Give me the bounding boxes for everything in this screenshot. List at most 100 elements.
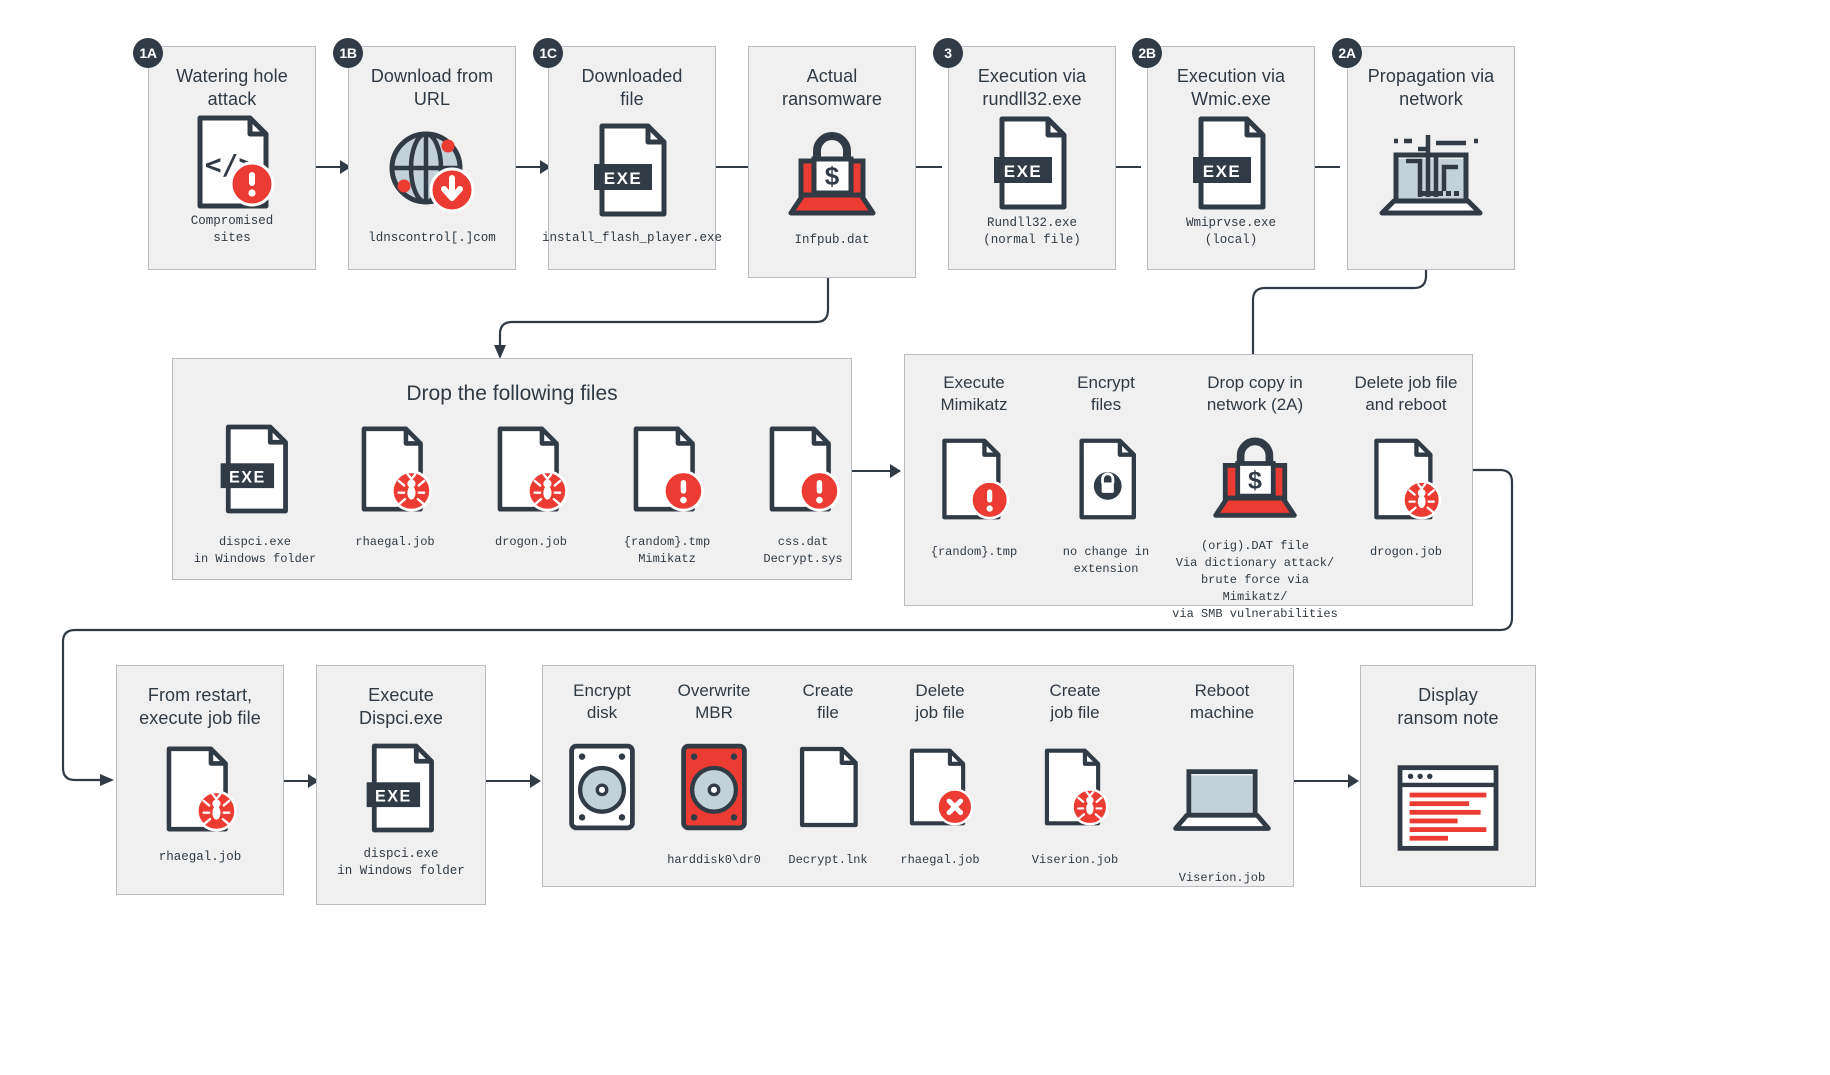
action-encrypt-files[interactable]: Encrypt files no change in extension <box>1048 372 1164 578</box>
svg-text:$: $ <box>825 161 840 191</box>
action-execute-mimikatz[interactable]: Execute Mimikatz {random}.tmp <box>916 372 1032 561</box>
cell-caption: harddisk0\dr0 <box>667 852 761 867</box>
card-execution-rundll32[interactable]: Execution via rundll32.exe EXE Rundll32.… <box>948 46 1116 270</box>
laptop-lock-dollar-icon: $ <box>1202 420 1308 530</box>
card-download-url[interactable]: Download from URL ldnscontrol[.]com <box>348 46 516 270</box>
arrow-line-panel-ransomnote <box>1294 780 1356 782</box>
card-title: Download from URL <box>370 66 494 110</box>
document-alert-icon <box>761 418 845 520</box>
cell-caption: drogon.job <box>1369 544 1442 559</box>
card-caption: Compromised sites <box>190 213 274 245</box>
cell-caption: {random}.tmp Mimikatz <box>623 535 711 567</box>
exe-document-icon: EXE <box>1148 111 1314 214</box>
document-alert-icon <box>625 418 709 520</box>
card-watering-hole[interactable]: Watering hole attack </> Compromised sit… <box>148 46 316 270</box>
document-alert-icon <box>934 424 1014 534</box>
card-caption: rhaegal.job <box>158 849 242 864</box>
drop-item-mimikatz[interactable]: {random}.tmp Mimikatz <box>602 418 732 568</box>
exe-document-icon: EXE <box>317 730 485 845</box>
cell-caption: Viserion.job <box>1031 852 1119 867</box>
laptop-icon <box>1168 746 1276 856</box>
cell-caption: (orig).DAT file Via dictionary attack/ b… <box>1172 538 1338 621</box>
card-downloaded-file[interactable]: Downloaded file EXE install_flash_player… <box>542 46 722 270</box>
svg-text:EXE: EXE <box>1004 162 1043 181</box>
bottom-item-encrypt-disk[interactable]: Encrypt disk <box>552 680 652 852</box>
bottom-item-reboot-machine[interactable]: Reboot machine Viserion.job <box>1166 680 1278 887</box>
card-title: Execution via Wmic.exe <box>1176 66 1286 110</box>
card-caption: install_flash_player.exe <box>541 230 723 245</box>
laptop-network-icon <box>1348 111 1514 249</box>
arrow-head-1b-1c <box>540 160 551 174</box>
cell-title: Encrypt files <box>1077 373 1135 414</box>
card-execution-wmic[interactable]: Execution via Wmic.exe EXE Wmiprvse.exe … <box>1147 46 1315 270</box>
drop-panel-title: Drop the following files <box>406 382 618 405</box>
document-bug-icon <box>1037 732 1113 842</box>
exe-document-icon: EXE <box>213 418 297 520</box>
cell-caption: rhaegal.job <box>355 535 435 549</box>
card-propagation-network[interactable]: Propagation via network <box>1347 46 1515 270</box>
cell-caption: Decrypt.lnk <box>788 852 868 867</box>
card-title: From restart, execute job file <box>139 685 261 729</box>
document-bug-icon <box>353 418 437 520</box>
cell-title: Execute Mimikatz <box>940 373 1008 414</box>
card-title: Downloaded file <box>581 66 683 110</box>
arrow-line-1b-1c <box>516 166 542 168</box>
card-caption: Wmiprvse.exe (local) <box>1185 215 1276 247</box>
cell-caption: rhaegal.job <box>900 852 980 867</box>
document-delete-icon <box>902 732 978 842</box>
arrow-line-1c-ransom <box>716 166 778 168</box>
step-badge-1a: 1A <box>133 38 163 68</box>
cell-title: Delete job file <box>915 681 965 722</box>
svg-text:EXE: EXE <box>1203 162 1242 181</box>
card-caption: ldnscontrol[.]com <box>368 230 496 245</box>
document-bug-icon <box>117 730 283 849</box>
drop-item-rhaegal[interactable]: rhaegal.job <box>330 418 460 551</box>
card-caption: dispci.exe in Windows folder <box>337 846 465 878</box>
cell-caption: dispci.exe in Windows folder <box>193 535 317 567</box>
card-title: Actual ransomware <box>781 66 883 110</box>
cell-title: Encrypt disk <box>573 681 631 722</box>
action-drop-copy-network[interactable]: Drop copy in network (2A) $ (orig).DAT f… <box>1172 372 1338 623</box>
card-title: Execute Dispci.exe <box>358 685 444 729</box>
svg-text:EXE: EXE <box>375 787 412 805</box>
step-badge-2b: 2B <box>1132 38 1162 68</box>
cell-caption: drogon.job <box>494 535 567 549</box>
bottom-item-create-job-file[interactable]: Create job file Viserion.job <box>1022 680 1128 869</box>
document-icon <box>790 732 866 842</box>
drop-item-cssdat[interactable]: css.dat Decrypt.sys <box>738 418 868 568</box>
step-badge-1c: 1C <box>533 38 563 68</box>
svg-text:EXE: EXE <box>604 169 643 188</box>
arrow-head-panel-ransomnote <box>1348 774 1359 788</box>
cell-title: Create file <box>802 681 854 722</box>
arrow-head-dispci-panel <box>530 774 541 788</box>
cell-title: Overwrite MBR <box>677 681 751 722</box>
step-badge-1b: 1B <box>333 38 363 68</box>
card-execute-dispci[interactable]: Execute Dispci.exe EXE dispci.exe in Win… <box>316 665 486 905</box>
bottom-item-delete-job-file[interactable]: Delete job file rhaegal.job <box>890 680 990 869</box>
svg-text:EXE: EXE <box>229 468 266 486</box>
document-lock-icon <box>1066 424 1146 534</box>
arrow-line-2b-3 <box>1093 166 1141 168</box>
bottom-item-overwrite-mbr[interactable]: Overwrite MBR harddisk0\dr0 <box>664 680 764 869</box>
arrow-head-1a-1b <box>340 160 351 174</box>
card-display-ransom-note[interactable]: Display ransom note <box>1360 665 1536 887</box>
card-title: Display ransom note <box>1397 685 1499 729</box>
action-delete-job-reboot[interactable]: Delete job file and reboot drogon.job <box>1348 372 1464 561</box>
step-badge-2a: 2A <box>1332 38 1362 68</box>
document-code-alert-icon: </> <box>149 111 315 212</box>
bottom-item-create-file[interactable]: Create file Decrypt.lnk <box>778 680 878 869</box>
document-bug-icon <box>1366 424 1446 534</box>
drop-item-drogon[interactable]: drogon.job <box>466 418 596 551</box>
card-from-restart[interactable]: From restart, execute job file rhaegal.j… <box>116 665 284 895</box>
arrow-head-drop-actions <box>890 464 901 478</box>
arrow-line-restart-dispci <box>284 780 312 782</box>
cell-caption: Viserion.job <box>1178 870 1266 885</box>
card-actual-ransomware[interactable]: Actual ransomware $ Infpub.dat <box>748 46 916 278</box>
svg-text:$: $ <box>1248 466 1262 494</box>
card-caption: Infpub.dat <box>794 232 870 247</box>
exe-document-icon: EXE <box>949 111 1115 214</box>
step-badge-3: 3 <box>933 38 963 68</box>
cell-caption: no change in extension <box>1062 544 1150 576</box>
drop-item-dispci[interactable]: EXE dispci.exe in Windows folder <box>186 418 324 568</box>
